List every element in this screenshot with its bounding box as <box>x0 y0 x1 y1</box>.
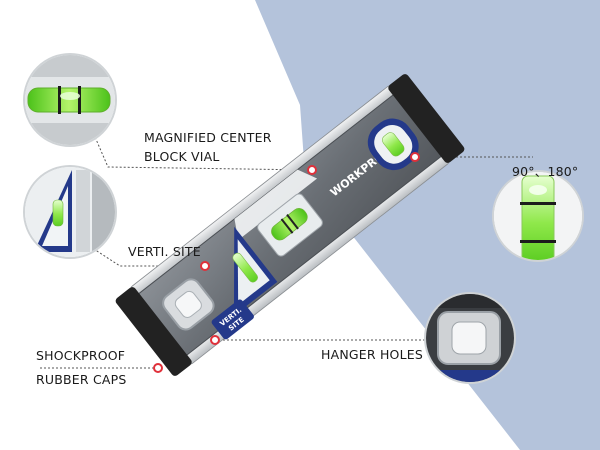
callout-label-shockproof-line2: RUBBER CAPS <box>36 372 127 387</box>
callout-label-angles: 90°、180° <box>512 164 579 179</box>
zoom-circle-hanger-hole <box>424 292 516 384</box>
callout-dots <box>153 152 420 373</box>
callout-label-vial-line2: BLOCK VIAL <box>144 149 220 164</box>
zoom-circle-verti-site <box>23 165 117 259</box>
callout-label-verti-site: VERTI. SITE <box>128 244 201 259</box>
callout-label-hanger-holes: HANGER HOLES <box>321 347 423 362</box>
zoom-circle-center-vial <box>23 53 117 147</box>
zoom-circle-vial-90-180 <box>492 170 584 262</box>
callout-label-vial-line1: MAGNIFIED CENTER <box>144 130 272 145</box>
callout-label-shockproof-line1: SHOCKPROOF <box>36 348 126 363</box>
